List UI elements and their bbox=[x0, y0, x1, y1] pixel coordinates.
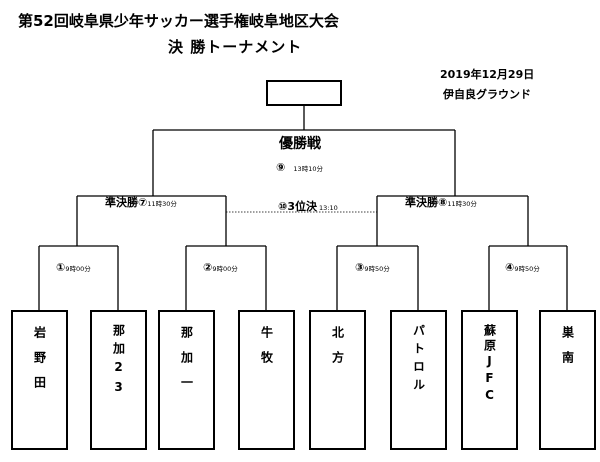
semifinal-left-label: 準決勝 bbox=[105, 196, 138, 209]
semifinal-left-info: 準決勝⑦11時30分 bbox=[105, 194, 177, 210]
team-name-3: 那加一 bbox=[179, 326, 194, 401]
semifinal-right-label: 準決勝 bbox=[405, 196, 438, 209]
round1-match-1: ①9時00分 bbox=[56, 256, 91, 275]
team-box-5: 北方 bbox=[309, 310, 366, 450]
round1-match-3: ③9時50分 bbox=[355, 256, 390, 275]
round1-match-2-time: 9時00分 bbox=[212, 265, 238, 273]
round1-match-1-time: 9時00分 bbox=[65, 265, 91, 273]
third-place-label: 3位決 bbox=[287, 200, 317, 213]
team-box-3: 那加一 bbox=[158, 310, 215, 450]
champion-box bbox=[266, 80, 342, 106]
team-name-8: 巣南 bbox=[560, 326, 575, 376]
round1-match-3-number: ③ bbox=[355, 261, 365, 274]
team-box-6: パトロル bbox=[390, 310, 447, 450]
final-match-info: ⑨ 13時10分 bbox=[276, 156, 323, 175]
final-time: 13時10分 bbox=[293, 165, 323, 173]
tournament-subtitle: 決 勝トーナメント bbox=[168, 38, 303, 56]
round1-match-4-time: 9時50分 bbox=[514, 265, 540, 273]
round1-match-3-time: 9時50分 bbox=[364, 265, 390, 273]
team-box-8: 巣南 bbox=[539, 310, 596, 450]
semifinal-left-number: ⑦ bbox=[138, 196, 148, 209]
team-box-1: 岩野田 bbox=[11, 310, 68, 450]
tournament-title: 第52回岐阜県少年サッカー選手権岐阜地区大会 bbox=[18, 12, 339, 30]
team-name-6: パトロル bbox=[411, 324, 426, 396]
semifinal-right-time: 11時30分 bbox=[447, 200, 477, 208]
third-place-number: ⑩ bbox=[278, 200, 288, 213]
team-name-7: 蘇原JFC bbox=[482, 324, 497, 405]
round1-match-4: ④9時50分 bbox=[505, 256, 540, 275]
semifinal-left-time: 11時30分 bbox=[147, 200, 177, 208]
team-name-5: 北方 bbox=[330, 326, 345, 376]
semifinal-right-number: ⑧ bbox=[438, 196, 448, 209]
team-name-1: 岩野田 bbox=[32, 326, 47, 401]
team-box-4: 牛牧 bbox=[238, 310, 295, 450]
match-venue: 伊自良グラウンド bbox=[443, 88, 531, 101]
team-name-4: 牛牧 bbox=[259, 326, 274, 376]
round1-match-1-number: ① bbox=[56, 261, 66, 274]
round1-match-2: ②9時00分 bbox=[203, 256, 238, 275]
third-place-time: 13:10 bbox=[318, 204, 338, 212]
team-box-7: 蘇原JFC bbox=[461, 310, 518, 450]
semifinal-right-info: 準決勝⑧11時30分 bbox=[405, 194, 477, 210]
team-name-2: 那加23 bbox=[111, 324, 126, 400]
match-date: 2019年12月29日 bbox=[440, 68, 535, 81]
final-label: 優勝戦 bbox=[279, 136, 321, 152]
round1-match-2-number: ② bbox=[203, 261, 213, 274]
round1-match-4-number: ④ bbox=[505, 261, 515, 274]
team-box-2: 那加23 bbox=[90, 310, 147, 450]
final-match-number: ⑨ bbox=[276, 161, 286, 174]
